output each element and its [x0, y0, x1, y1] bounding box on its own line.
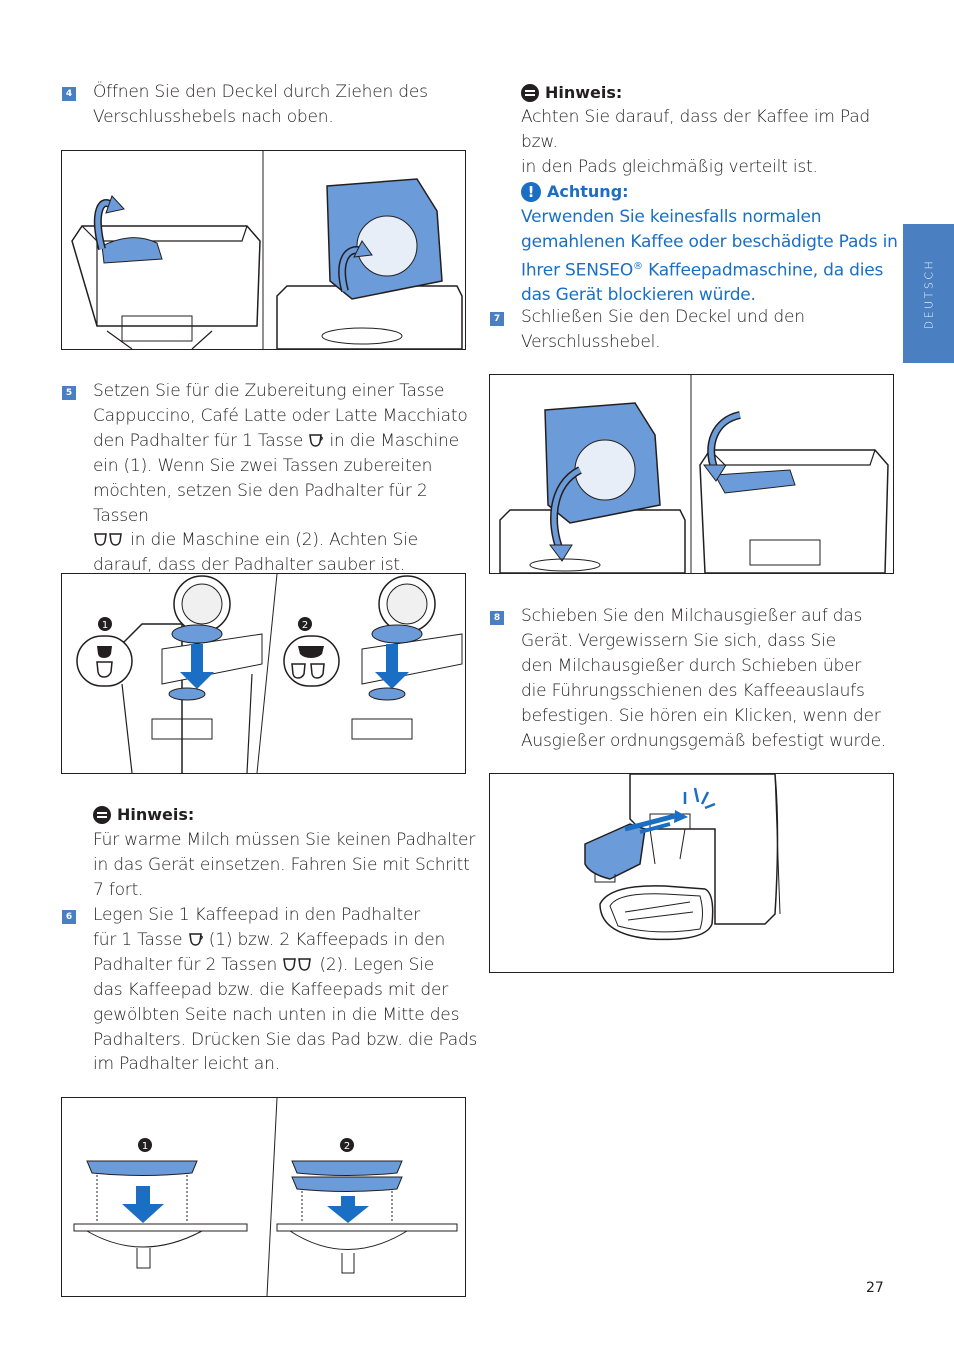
- step-7-line: Verschlusshebel.: [521, 331, 661, 352]
- step-7-number: 7: [490, 312, 504, 326]
- note-icon: [93, 806, 111, 824]
- step-8-line: Gerät. Vergewissern Sie sich, dass Sie: [521, 630, 836, 651]
- figure-pad-holder: 1 2: [61, 573, 466, 774]
- figure-label-1: 1: [102, 620, 108, 631]
- step-6-line: Padhalter für 2 Tassen (2). Legen Sie: [93, 954, 435, 975]
- two-cups-icon: [283, 958, 312, 971]
- figure-milk-spout: [489, 773, 894, 973]
- note-left-line: 7 fort.: [93, 879, 144, 900]
- language-tab: DEUTSCH: [903, 224, 954, 363]
- figure-close-lid: [489, 374, 894, 574]
- warning-text: Verwenden Sie keinesfalls normalen gemah…: [521, 205, 901, 308]
- figure-label-2: 2: [302, 620, 308, 631]
- note-right-text: Achten Sie darauf, dass der Kaffee im Pa…: [521, 105, 901, 180]
- step-5-line: möchten, setzen Sie den Padhalter für 2 …: [93, 480, 428, 526]
- one-cup-icon: [188, 933, 203, 946]
- note-icon: [521, 84, 539, 102]
- note-left-line: in das Gerät einsetzen. Fahren Sie mit S…: [93, 854, 470, 875]
- warning-line: Ihrer SENSEO® Kaffeepadmaschine, da dies: [521, 260, 884, 281]
- step-4-text: Öffnen Sie den Deckel durch Ziehen des V…: [93, 80, 473, 130]
- note-left-text: Für warme Milch müssen Sie keinen Padhal…: [93, 828, 483, 903]
- figure-open-lid: [61, 150, 466, 350]
- step-6-line: im Padhalter leicht an.: [93, 1054, 280, 1075]
- note-right-line: Achten Sie darauf, dass der Kaffee im Pa…: [521, 107, 871, 152]
- step-4-line: Öffnen Sie den Deckel durch Ziehen des: [93, 82, 428, 102]
- figure-insert-pads: 1 2: [61, 1097, 466, 1297]
- step-6-line: das Kaffeepad bzw. die Kaffeepads mit de…: [93, 979, 449, 1000]
- one-cup-icon: [309, 434, 324, 447]
- step-8-text: Schieben Sie den Milchausgießer auf das …: [521, 604, 901, 753]
- registered-mark: ®: [633, 260, 643, 272]
- step-6-number: 6: [62, 910, 76, 924]
- step-6-line: Legen Sie 1 Kaffeepad in den Padhalter: [93, 905, 421, 925]
- step-5-line: darauf, dass der Padhalter sauber ist.: [93, 555, 406, 576]
- step-6-line: für 1 Tasse (1) bzw. 2 Kaffeepads in den: [93, 929, 446, 950]
- step-6-text: Legen Sie 1 Kaffeepad in den Padhalter f…: [93, 903, 483, 1077]
- step-8-line: die Führungsschienen des Kaffeeauslaufs: [521, 680, 865, 701]
- step-7-text: Schließen Sie den Deckel und den Verschl…: [521, 305, 901, 355]
- step-5-line: in die Maschine ein (2). Achten Sie: [93, 528, 483, 553]
- step-5-text: Setzen Sie für die Zubereitung einer Tas…: [93, 379, 483, 578]
- step-7-line: Schließen Sie den Deckel und den: [521, 307, 805, 327]
- step-6-line: Padhalters. Drücken Sie das Pad bzw. die…: [93, 1029, 478, 1050]
- note-right-heading: Hinweis:: [521, 82, 622, 104]
- step-8-line: Ausgießer ordnungsgemäß befestigt wurde.: [521, 730, 887, 751]
- step-5-line: den Padhalter für 1 Tasse in die Maschin…: [93, 430, 459, 451]
- step-4-line: Verschlusshebels nach oben.: [93, 106, 334, 127]
- step-8-line: den Milchausgießer durch Schieben über: [521, 655, 862, 676]
- language-tab-label: DEUTSCH: [922, 258, 935, 329]
- exclamation-icon: !: [521, 182, 541, 202]
- step-5-line: ein (1). Wenn Sie zwei Tassen zubereiten: [93, 455, 433, 476]
- warning-heading: ! Achtung:: [521, 181, 629, 203]
- note-left-heading: Hinweis:: [93, 804, 194, 826]
- warning-line: das Gerät blockieren würde.: [521, 285, 756, 306]
- step-6-line: gewölbten Seite nach unten in die Mitte …: [93, 1004, 460, 1025]
- step-4-number: 4: [62, 87, 76, 101]
- page-number: 27: [866, 1280, 884, 1296]
- note-left-line: Für warme Milch müssen Sie keinen Padhal…: [93, 830, 476, 850]
- figure-label-1b: 1: [142, 1141, 148, 1152]
- figure-label-2b: 2: [344, 1141, 350, 1152]
- step-5-number: 5: [62, 386, 76, 400]
- note-right-line: in den Pads gleichmäßig verteilt ist.: [521, 156, 818, 177]
- step-8-number: 8: [490, 611, 504, 625]
- step-5-line: Cappuccino, Café Latte oder Latte Macchi…: [93, 405, 468, 426]
- two-cups-icon: [94, 533, 122, 547]
- warning-line: gemahlenen Kaffee oder beschädigte Pads …: [521, 231, 898, 252]
- step-8-line: befestigen. Sie hören ein Klicken, wenn …: [521, 705, 881, 726]
- step-8-line: Schieben Sie den Milchausgießer auf das: [521, 606, 863, 626]
- step-5-line: Setzen Sie für die Zubereitung einer Tas…: [93, 381, 445, 401]
- warning-line: Verwenden Sie keinesfalls normalen: [521, 207, 822, 227]
